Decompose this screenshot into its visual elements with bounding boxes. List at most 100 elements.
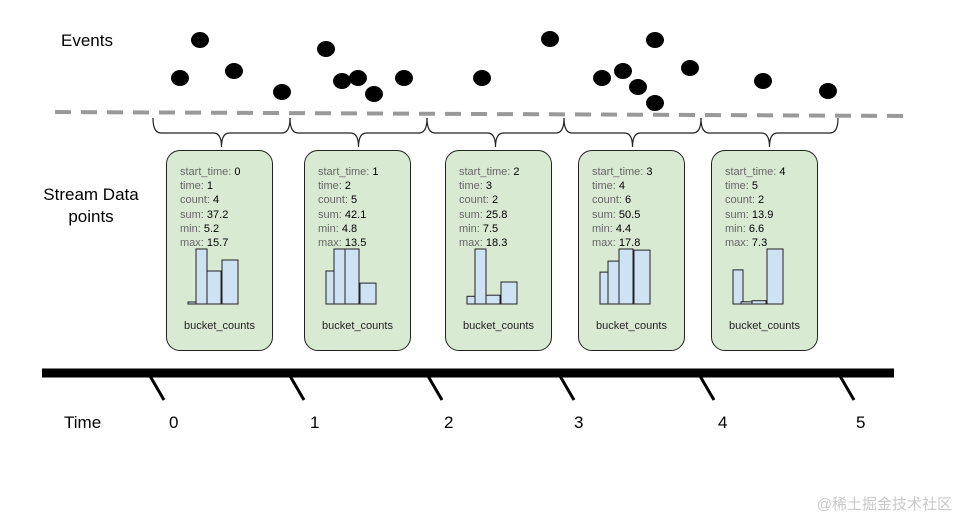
event-dot xyxy=(593,70,611,86)
stream-data-points-label-line-1: Stream Data xyxy=(43,185,139,204)
field-value: 5.2 xyxy=(203,222,220,235)
event-dot xyxy=(349,70,367,86)
window-brace xyxy=(426,117,565,148)
field-value: 2 xyxy=(492,194,499,207)
histogram-bar xyxy=(344,248,360,305)
time-tick xyxy=(426,375,444,401)
field-key: start_time xyxy=(725,166,774,178)
histogram-bar xyxy=(766,248,784,305)
field-key: start_time xyxy=(318,166,367,178)
bucket-histogram xyxy=(466,248,518,305)
field-value: 18.3 xyxy=(485,237,508,250)
field-row-min: min: 6.6 xyxy=(725,222,765,235)
field-row-sum: sum: 25.8 xyxy=(459,208,508,221)
histogram-bar xyxy=(195,248,208,305)
field-value: 13.9 xyxy=(751,208,774,221)
field-key: min xyxy=(180,222,198,235)
field-row-count: count: 2 xyxy=(725,194,765,207)
bucket-counts-label: bucket_counts xyxy=(463,320,534,332)
field-value: 4 xyxy=(213,194,220,207)
field-key: start_time xyxy=(592,166,641,178)
field-row-sum: sum: 13.9 xyxy=(725,208,774,221)
field-key: min xyxy=(459,222,477,235)
field-row-sum: sum: 50.5 xyxy=(592,208,641,221)
field-key: count xyxy=(725,194,752,207)
events-label: Events xyxy=(61,31,113,50)
bucket-counts-label: bucket_counts xyxy=(729,320,800,332)
field-row-start-time: start_time: 0 xyxy=(180,166,241,178)
field-row-start-time: start_time: 1 xyxy=(318,166,379,178)
field-value: 17.8 xyxy=(618,237,641,250)
field-row-min: min: 5.2 xyxy=(180,222,220,235)
field-value: 3 xyxy=(485,180,493,193)
bucket-counts-label: bucket_counts xyxy=(184,320,255,332)
histogram-bar xyxy=(333,248,346,305)
window-brace xyxy=(700,117,839,148)
field-row-min: min: 4.4 xyxy=(592,222,632,235)
field-row-time: time: 4 xyxy=(592,180,626,193)
field-row-sum: sum: 37.2 xyxy=(180,208,229,221)
field-row-min: min: 7.5 xyxy=(459,222,499,235)
histogram-bar xyxy=(474,248,487,305)
field-key: sum xyxy=(592,208,613,221)
event-dot xyxy=(273,84,291,100)
field-key: min xyxy=(725,222,743,235)
field-value: 25.8 xyxy=(485,208,508,221)
histogram-bar xyxy=(618,248,634,305)
time-tick xyxy=(558,375,576,401)
field-row-time: time: 1 xyxy=(180,180,214,193)
field-value: 1 xyxy=(372,166,379,178)
bucket-histogram xyxy=(732,248,784,305)
field-row-count: count: 5 xyxy=(318,194,358,207)
field-value: 7.3 xyxy=(751,237,768,250)
field-key: max xyxy=(592,237,613,250)
bucket-histogram xyxy=(599,248,651,305)
field-row-start-time: start_time: 2 xyxy=(459,166,520,178)
time-tick xyxy=(838,375,856,401)
field-value: 2 xyxy=(758,194,765,207)
field-row-start-time: start_time: 4 xyxy=(725,166,786,178)
stream-data-points-label: Stream Data points xyxy=(36,184,146,228)
field-key: time xyxy=(459,180,480,193)
field-key: max xyxy=(725,237,746,250)
field-key: min xyxy=(318,222,336,235)
field-value: 7.5 xyxy=(482,222,499,235)
field-value: 4 xyxy=(779,166,786,178)
field-value: 13.5 xyxy=(344,237,367,250)
field-key: count xyxy=(318,194,345,207)
histogram-bar xyxy=(500,281,518,305)
field-key: time xyxy=(318,180,339,193)
time-label: Time xyxy=(64,413,102,432)
field-row-sum: sum: 42.1 xyxy=(318,208,367,221)
histogram-bar xyxy=(740,301,753,305)
field-value: 5 xyxy=(751,180,759,193)
field-row-max: max: 18.3 xyxy=(459,237,508,250)
field-row-start-time: start_time: 3 xyxy=(592,166,653,178)
event-dot xyxy=(819,83,837,99)
field-key: time xyxy=(592,180,613,193)
field-value: 3 xyxy=(646,166,653,178)
event-dot xyxy=(646,95,664,111)
field-value: 1 xyxy=(206,180,214,193)
field-value: 37.2 xyxy=(206,208,229,221)
event-dot xyxy=(191,32,209,48)
field-value: 0 xyxy=(234,166,241,178)
histogram-bar xyxy=(206,270,222,305)
field-row-max: max: 13.5 xyxy=(318,237,367,250)
field-key: min xyxy=(592,222,610,235)
bucket-histogram xyxy=(187,248,239,305)
field-row-time: time: 2 xyxy=(318,180,352,193)
bucket-counts-label: bucket_counts xyxy=(322,320,393,332)
field-key: start_time xyxy=(459,166,508,178)
field-row-min: min: 4.8 xyxy=(318,222,358,235)
divider-dashed-line xyxy=(54,110,913,118)
field-key: count xyxy=(180,194,207,207)
field-value: 6.6 xyxy=(748,222,765,235)
